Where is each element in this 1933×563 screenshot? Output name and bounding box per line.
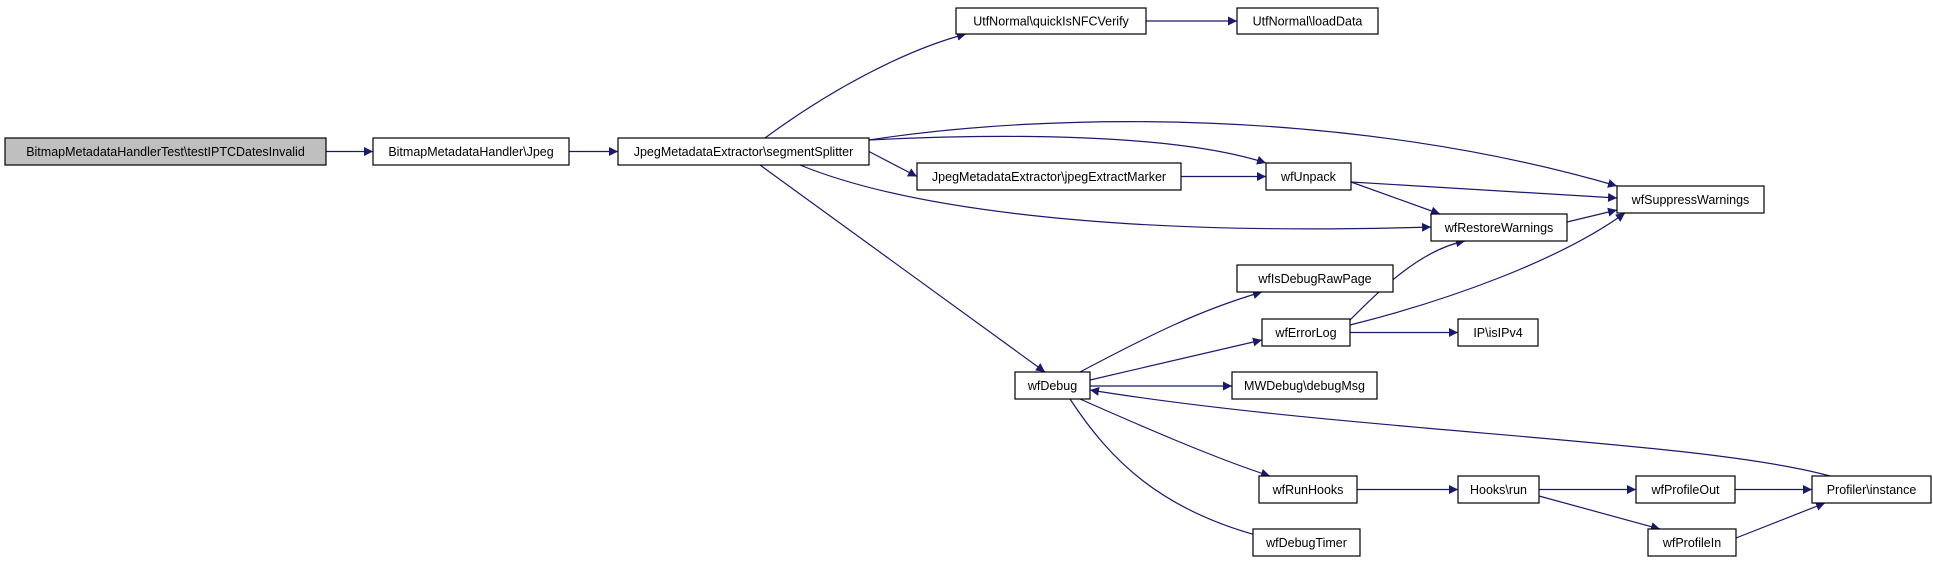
node-box: [1236, 264, 1394, 293]
node-label: wfIsDebugRawPage: [1257, 272, 1371, 286]
node-box: [1647, 528, 1737, 557]
edge-n2-n5: [868, 150, 918, 178]
node-box: [1457, 475, 1540, 504]
node-n6[interactable]: wfUnpack: [1265, 162, 1352, 191]
node-label: wfUnpack: [1280, 170, 1337, 184]
node-box: [1457, 318, 1539, 347]
node-box: [1616, 185, 1765, 214]
edge-n12-n19: [1069, 398, 1264, 540]
node-n11[interactable]: IP\isIPv4: [1457, 318, 1539, 347]
node-n16[interactable]: wfProfileOut: [1635, 475, 1736, 504]
edge-n2-n12: [759, 164, 1046, 373]
node-label: BitmapMetadataHandlerTest\testIPTCDatesI…: [26, 145, 305, 159]
node-box: [1231, 371, 1378, 400]
node-n3[interactable]: UtfNormal\quickIsNFCVerify: [955, 7, 1147, 35]
node-n0[interactable]: BitmapMetadataHandlerTest\testIPTCDatesI…: [4, 137, 327, 166]
node-label: Hooks\run: [1470, 483, 1527, 497]
node-n5[interactable]: JpegMetadataExtractor\jpegExtractMarker: [916, 162, 1182, 191]
edge-n10-n8: [1349, 238, 1466, 321]
node-n8[interactable]: wfRestoreWarnings: [1430, 213, 1568, 242]
node-n4[interactable]: UtfNormal\loadData: [1236, 7, 1379, 35]
nodes-layer: BitmapMetadataHandlerTest\testIPTCDatesI…: [4, 7, 1932, 557]
node-label: MWDebug\debugMsg: [1244, 379, 1365, 393]
node-label: wfSuppressWarnings: [1631, 193, 1750, 207]
node-n15[interactable]: Hooks\run: [1457, 475, 1540, 504]
edge-n12-n9: [1079, 290, 1263, 373]
node-label: wfDebugTimer: [1265, 536, 1347, 550]
node-label: wfProfileOut: [1650, 483, 1720, 497]
edge-n2-n6: [868, 135, 1267, 165]
edges-layer: [326, 16, 1831, 540]
node-label: BitmapMetadataHandler\Jpeg: [388, 145, 553, 159]
node-box: [1252, 528, 1361, 557]
edge-n6-n8: [1350, 181, 1441, 216]
node-n10[interactable]: wfErrorLog: [1261, 318, 1351, 347]
node-n14[interactable]: wfRunHooks: [1258, 475, 1358, 504]
node-label: Profiler\instance: [1827, 483, 1917, 497]
edge-n2-n3: [764, 31, 967, 139]
node-box: [1261, 318, 1351, 347]
edge-n17-n12: [1089, 386, 1831, 477]
node-label: UtfNormal\quickIsNFCVerify: [973, 15, 1129, 29]
edge-n2-n8: [799, 164, 1432, 232]
node-box: [1635, 475, 1736, 504]
node-label: wfProfileIn: [1662, 536, 1721, 550]
node-label: wfRestoreWarnings: [1444, 221, 1554, 235]
node-label: wfRunHooks: [1272, 483, 1344, 497]
node-n2[interactable]: JpegMetadataExtractor\segmentSplitter: [617, 137, 870, 166]
node-label: wfErrorLog: [1274, 326, 1336, 340]
edge-n10-n7: [1349, 212, 1626, 326]
node-label: JpegMetadataExtractor\jpegExtractMarker: [932, 170, 1166, 184]
node-label: UtfNormal\loadData: [1253, 15, 1363, 29]
node-label: JpegMetadataExtractor\segmentSplitter: [634, 145, 854, 159]
node-box: [1014, 371, 1091, 400]
edge-n18-n17: [1735, 502, 1826, 539]
node-n1[interactable]: BitmapMetadataHandler\Jpeg: [372, 137, 570, 166]
node-n13[interactable]: MWDebug\debugMsg: [1231, 371, 1378, 400]
node-box: [4, 137, 327, 166]
node-n9[interactable]: wfIsDebugRawPage: [1236, 264, 1394, 293]
node-box: [617, 137, 870, 166]
node-n17[interactable]: Profiler\instance: [1811, 475, 1932, 504]
node-box: [1430, 213, 1568, 242]
edge-n2-n7: [868, 121, 1618, 188]
node-box: [1811, 475, 1932, 504]
edge-n12-n14: [1079, 398, 1271, 478]
node-n12[interactable]: wfDebug: [1014, 371, 1091, 400]
node-n18[interactable]: wfProfileIn: [1647, 528, 1737, 557]
node-box: [1236, 7, 1379, 35]
node-n19[interactable]: wfDebugTimer: [1252, 528, 1361, 557]
node-box: [1258, 475, 1358, 504]
node-box: [1265, 162, 1352, 191]
edge-n15-n18: [1538, 495, 1661, 531]
edge-n12-n10: [1089, 337, 1263, 381]
node-box: [955, 7, 1147, 35]
node-label: IP\isIPv4: [1473, 326, 1522, 340]
node-n7[interactable]: wfSuppressWarnings: [1616, 185, 1765, 214]
edge-n6-n7: [1350, 181, 1618, 202]
edge-n8-n7: [1566, 207, 1618, 223]
node-box: [372, 137, 570, 166]
node-box: [916, 162, 1182, 191]
node-label: wfDebug: [1027, 379, 1077, 393]
